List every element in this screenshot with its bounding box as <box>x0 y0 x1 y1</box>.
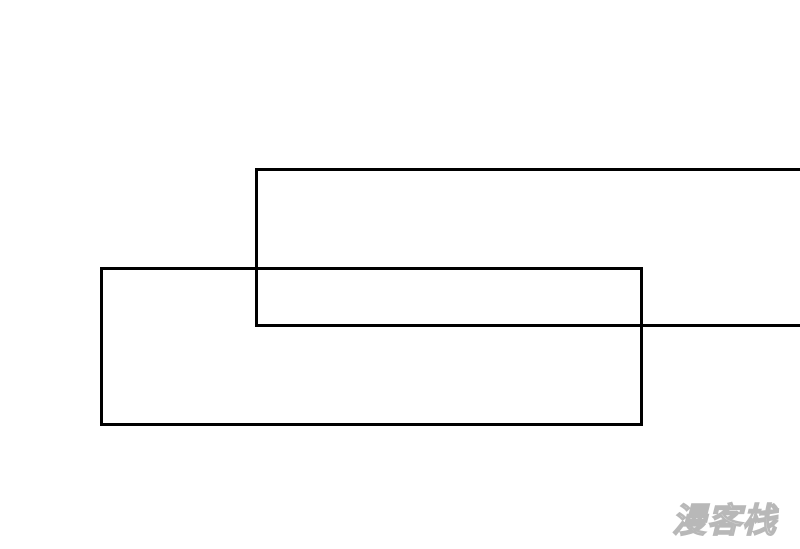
watermark-text: 漫客栈 <box>672 501 779 539</box>
watermark-logo: 漫客栈 <box>671 500 779 539</box>
comic-panel-lower <box>100 267 643 426</box>
comic-panel-upper <box>255 168 800 327</box>
